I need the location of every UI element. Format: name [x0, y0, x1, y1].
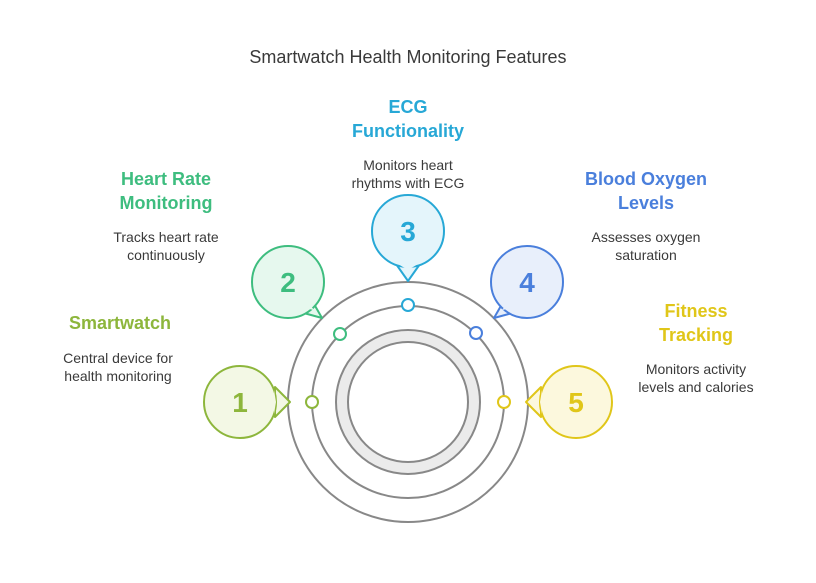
feature-4-description: Assesses oxygen saturation	[591, 229, 701, 263]
bubble-4: 4	[490, 245, 564, 319]
feature-3-description: Monitors heart rhythms with ECG	[351, 157, 465, 191]
center-circle	[347, 341, 469, 463]
marker-1	[305, 395, 319, 409]
feature-2-title: Heart Rate Monitoring	[119, 169, 213, 213]
bubble-number-2: 2	[280, 267, 296, 298]
feature-5-description: Monitors activity levels and calories	[638, 361, 754, 395]
bubble-number-1: 1	[232, 387, 248, 418]
feature-4-title: Blood Oxygen Levels	[584, 169, 707, 213]
bubble-number-3: 3	[400, 216, 416, 247]
marker-3	[401, 298, 415, 312]
feature-2-description: Tracks heart rate continuously	[113, 229, 219, 263]
feature-5-title: Fitness Tracking	[658, 301, 734, 345]
marker-2	[333, 327, 347, 341]
bubble-2: 2	[251, 245, 325, 319]
bubble-number-5: 5	[568, 387, 584, 418]
bubble-3: 3	[371, 194, 445, 282]
marker-4	[469, 326, 483, 340]
bubble-5: 5	[525, 365, 613, 439]
marker-5	[497, 395, 511, 409]
feature-1-description: Central device for health monitoring	[63, 350, 173, 384]
feature-3-title: ECG Functionality	[352, 97, 464, 141]
diagram-title: Smartwatch Health Monitoring Features	[249, 47, 567, 67]
bubble-1: 1	[203, 365, 291, 439]
bubble-number-4: 4	[519, 267, 535, 298]
feature-1-title: Smartwatch	[68, 313, 172, 333]
